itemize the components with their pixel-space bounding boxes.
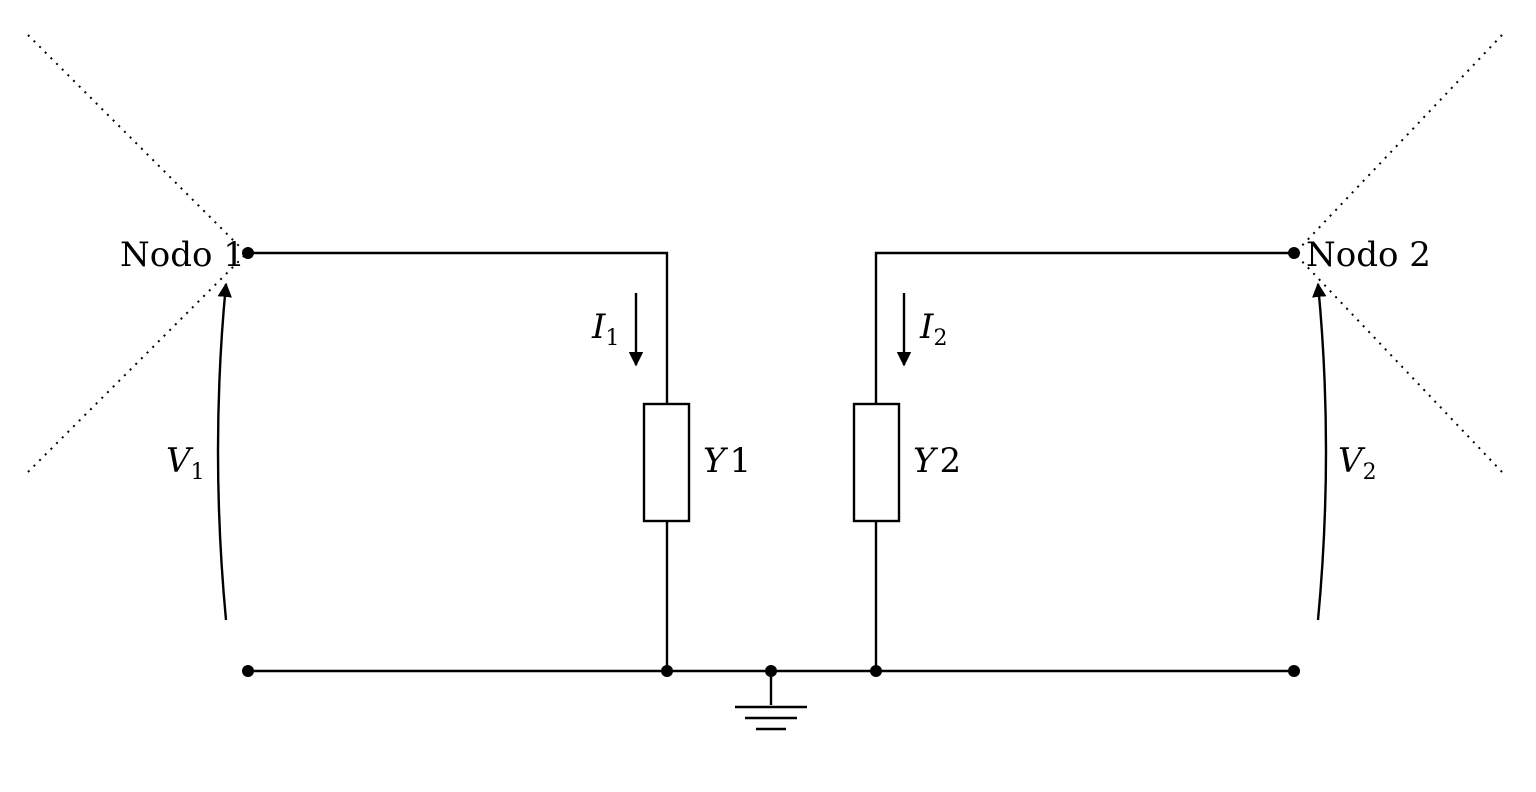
y2-bottom-junction-dot — [870, 665, 882, 677]
node2-cross-marker — [1295, 34, 1503, 473]
bottom-right-dot — [1288, 665, 1300, 677]
current-i2-label: I2 — [919, 307, 947, 351]
node2-label: Nodo 2 — [1306, 235, 1431, 275]
admittance-y1 — [642, 402, 691, 523]
y1-bottom-junction-dot — [661, 665, 673, 677]
voltage-v1-arrow — [216, 282, 232, 621]
voltage-v2-arrow — [1312, 282, 1328, 621]
voltage-v1-label: V1 — [166, 441, 205, 485]
wire-node1-to-y1 — [248, 251, 669, 404]
voltage-v2-label: V2 — [1338, 441, 1377, 485]
wire-node2-to-y2 — [874, 251, 1294, 404]
current-i1-label: I1 — [591, 307, 619, 351]
ground-junction-dot — [765, 665, 777, 677]
ground-icon — [735, 671, 807, 731]
node2-dot — [1288, 247, 1300, 259]
node1-dot — [242, 247, 254, 259]
node1-cross-marker — [27, 34, 246, 473]
node1-label: Nodo 1 — [120, 235, 245, 275]
admittance-y2 — [852, 402, 901, 523]
bottom-left-dot — [242, 665, 254, 677]
